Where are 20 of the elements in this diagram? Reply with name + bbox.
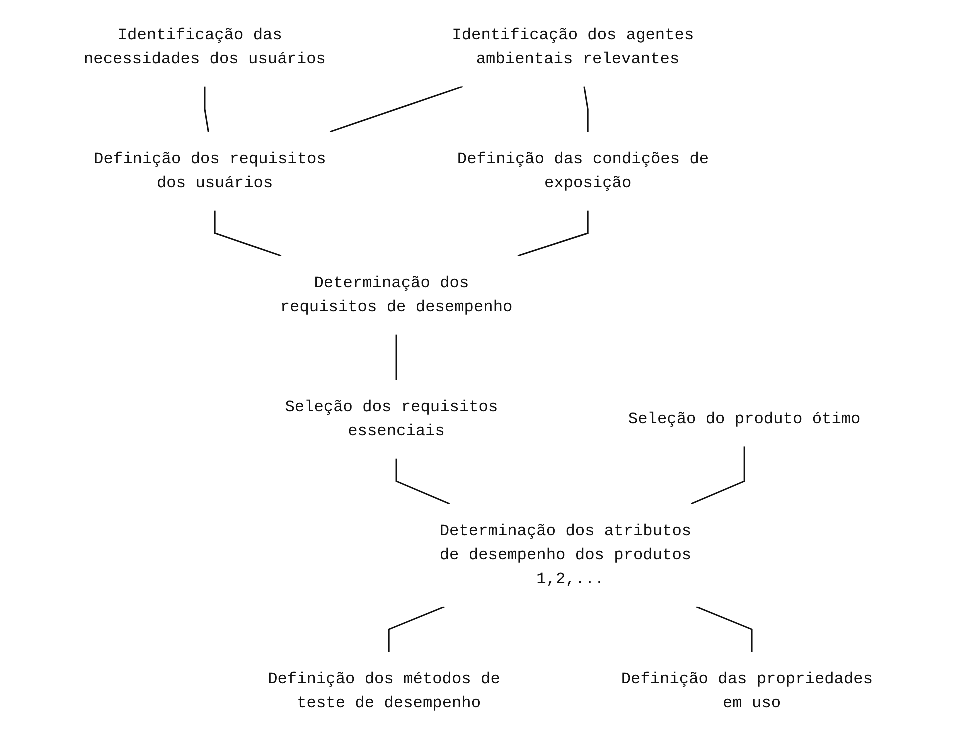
node-text: Seleção dos requisitos essenciais	[285, 398, 498, 441]
connector	[396, 334, 398, 380]
node-text: Identificação dos agentes ambientais relevantes	[452, 26, 694, 69]
connector	[518, 210, 589, 257]
connector	[396, 458, 450, 505]
connector	[214, 210, 282, 257]
connector	[388, 606, 445, 652]
node-text: Definição dos métodos de teste de desempenho	[268, 670, 500, 713]
node-text: Identificação das necessidades dos usuários	[84, 26, 326, 69]
node-text: Definição das propriedades em uso	[621, 670, 874, 713]
node-text: Determinação dos atributos de desempenho dos produtos 1,2,...	[440, 522, 692, 589]
connector	[330, 86, 464, 133]
connector	[691, 446, 746, 505]
connector	[584, 86, 589, 132]
connector	[696, 606, 753, 652]
node-text: Determinação dos requisitos de desempenho	[280, 274, 513, 317]
node-text: Definição dos requisitos dos usuários	[94, 150, 326, 193]
node-text: Definição das condições de exposição	[457, 150, 710, 193]
connector	[204, 86, 210, 132]
node-text: Seleção do produto ótimo	[628, 410, 861, 428]
